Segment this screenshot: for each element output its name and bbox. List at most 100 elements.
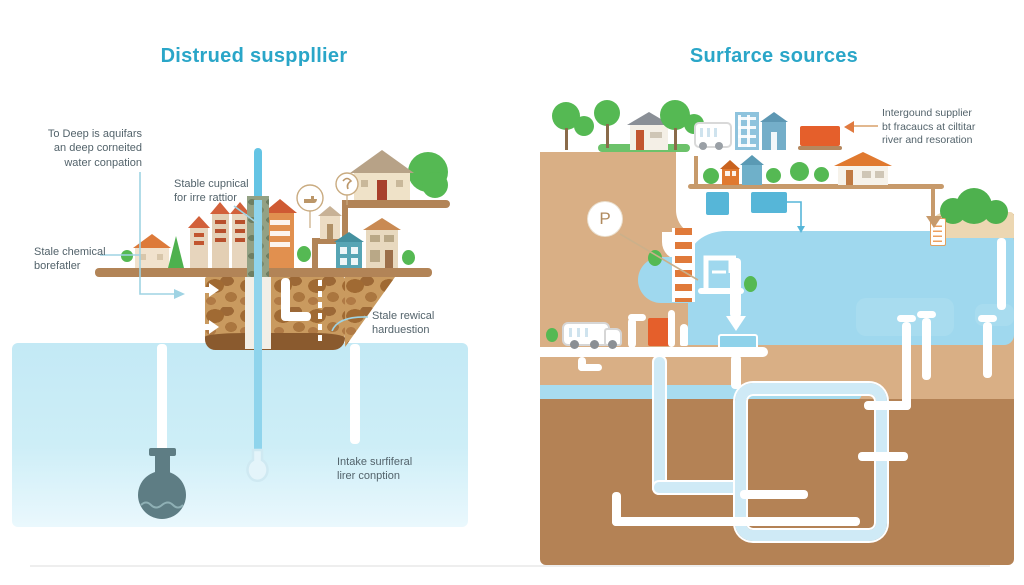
main-blue-pipe-vertical [654, 357, 665, 493]
wheel [590, 340, 599, 349]
roof [760, 112, 788, 122]
tree [766, 168, 781, 183]
roof [720, 160, 740, 169]
blue-house [762, 122, 786, 150]
right-riser-pipe [902, 322, 911, 410]
ledge-wall [312, 238, 318, 270]
upper-platform [342, 200, 450, 208]
roof [363, 218, 401, 230]
warehouse-base [798, 146, 842, 150]
window-grid [738, 115, 756, 147]
tree [594, 100, 620, 126]
window [235, 229, 245, 233]
well-marker [254, 148, 262, 202]
wheel [699, 142, 707, 150]
lake-outlet-pipe [997, 238, 1006, 310]
loop-feeder-pipe [731, 355, 741, 389]
left-panel-title: Distrued susppllier [160, 45, 348, 67]
window [194, 233, 204, 237]
window [725, 171, 730, 176]
roof [834, 152, 892, 166]
intake-tower-ladder [672, 228, 695, 302]
hydrant-pipe-arm [628, 314, 646, 321]
wheel [570, 340, 579, 349]
door [846, 170, 853, 185]
tower-house [190, 228, 208, 268]
tree [574, 116, 594, 136]
pump-stack [668, 310, 675, 347]
permit-document-icon [930, 218, 946, 246]
window [875, 171, 884, 178]
roof [263, 199, 297, 213]
riser-cap [897, 315, 916, 322]
borehole-pipe [254, 200, 262, 453]
soil-pipe-vertical [281, 278, 290, 320]
farm-house [630, 124, 668, 150]
riser-cap [917, 311, 936, 318]
two-story-house [366, 230, 398, 268]
window [351, 258, 358, 265]
window [384, 235, 394, 242]
window [270, 220, 290, 225]
wheel [608, 340, 617, 349]
mid-white-pipe [740, 490, 808, 499]
label-stale-chemical: Stale chemical borefatler [34, 246, 106, 273]
blue-building [735, 112, 759, 150]
roof [740, 155, 764, 165]
window [215, 229, 226, 233]
window [370, 235, 380, 242]
street-drop-elbow [578, 364, 602, 371]
warehouse-arrow [844, 121, 854, 133]
hydrant-pipe [628, 318, 636, 348]
orange-mini-house [722, 168, 739, 185]
tower-house [232, 214, 248, 268]
bottom-pipe-vertical [612, 492, 621, 526]
tree-trunk [674, 128, 677, 150]
tree [703, 168, 719, 184]
crane-base [698, 288, 744, 294]
tree [648, 250, 662, 266]
warehouse [800, 126, 840, 146]
label-stale-rewical: Stale rewical harduestion [372, 310, 435, 337]
right-panel-title: Surfarce sources [689, 45, 859, 67]
window [215, 220, 226, 224]
door [327, 224, 333, 239]
bottom-pipe-horizontal [612, 517, 860, 526]
main-blue-pipe-horizontal [654, 482, 746, 493]
right-riser-elbow [864, 401, 911, 410]
leader-arrow [174, 289, 185, 299]
window [361, 180, 368, 187]
right-riser-pipe [983, 322, 992, 378]
tree-trunk [565, 128, 568, 150]
tree [121, 250, 133, 262]
loop-link-pipe [858, 452, 908, 461]
info-box [751, 192, 787, 213]
tree [790, 162, 809, 181]
bush [984, 200, 1008, 224]
wheel [715, 142, 723, 150]
label-deep-aquifer: To Deep is aquifars an deep corneited wa… [47, 128, 142, 169]
utility-truck [694, 122, 732, 148]
roof [334, 232, 364, 242]
right-riser-pipe [922, 318, 931, 380]
label-intake: Intake surfiferal lirer conption [337, 456, 413, 483]
left-groundwater-body [12, 343, 468, 527]
tree [546, 328, 558, 342]
street-pipe [540, 347, 768, 357]
terrace-pipe-left [694, 156, 698, 186]
tree [744, 276, 757, 292]
intake-pipe [350, 344, 360, 444]
door [636, 130, 644, 150]
window [732, 171, 736, 176]
p-station-label: P [599, 209, 611, 228]
pipe-loop-blue [735, 383, 887, 541]
window [650, 132, 662, 138]
lake-intake-pipe [730, 258, 741, 318]
roof [350, 150, 414, 173]
window [340, 247, 347, 254]
terrace-bar [688, 184, 944, 189]
window [370, 250, 380, 262]
big-house [354, 172, 410, 200]
label-intergound-supplier: Intergound supplier bt fracaucs at cilti… [882, 107, 976, 147]
